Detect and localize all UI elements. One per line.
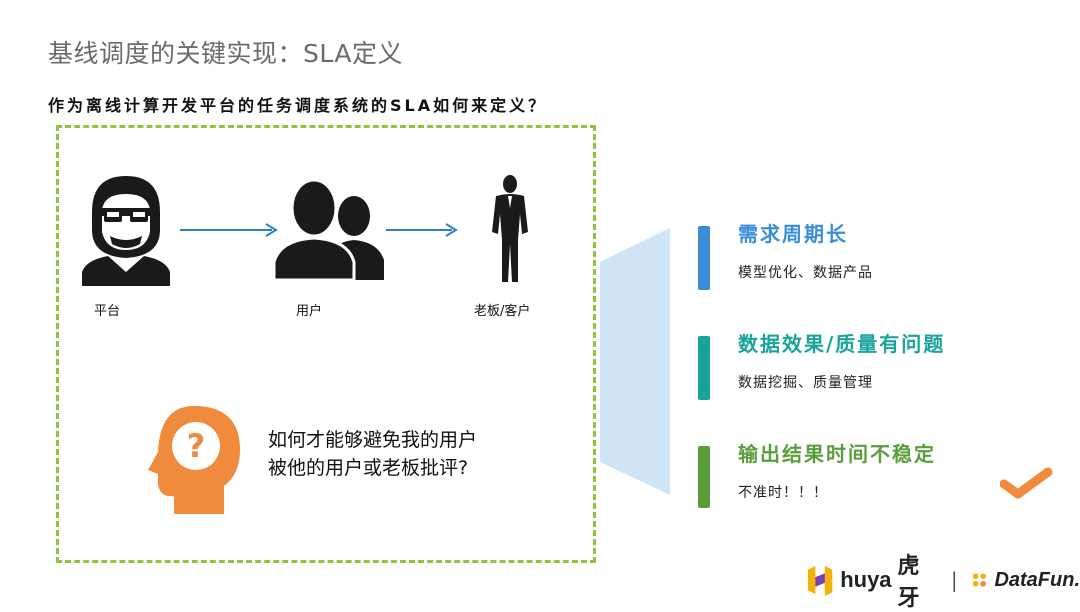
point-heading: 需求周期长 (738, 222, 848, 246)
actor-label-platform: 平台 (94, 304, 121, 319)
users-icon (272, 180, 384, 280)
businessman-icon (492, 175, 528, 282)
huya-logo-icon (807, 565, 833, 596)
arrow-right-icon (386, 223, 458, 237)
huya-logo-text: huya (840, 567, 892, 592)
question-line-1: 如何才能够避免我的用户 (268, 429, 478, 451)
logo-separator: | (950, 568, 958, 592)
point-bar (698, 446, 710, 508)
engineer-icon (82, 176, 170, 286)
actor-label-boss-customer: 老板/客户 (474, 304, 531, 319)
point-description: 数据挖掘、质量管理 (738, 375, 873, 391)
point-bar (698, 226, 710, 290)
point-heading: 输出结果时间不稳定 (738, 442, 936, 466)
datafun-logo-icon (972, 573, 986, 587)
point-heading: 数据效果/质量有问题 (738, 332, 946, 356)
actor-label-user: 用户 (296, 304, 323, 319)
head-question-icon: ? (148, 406, 240, 514)
arrow-right-icon (180, 223, 278, 237)
slide-subtitle: 作为离线计算开发平台的任务调度系统的SLA如何来定义？ (48, 96, 548, 115)
question-text: 如何才能够避免我的用户 被他的用户或老板批评? (268, 426, 477, 482)
footer-logos: huya 虎牙 | DataFun. (806, 553, 1080, 610)
checkmark-icon (1000, 467, 1053, 499)
slide-title: 基线调度的关键实现：SLA定义 (48, 39, 403, 68)
scenario-box (56, 125, 596, 563)
svg-text:?: ? (187, 427, 206, 465)
point-description: 不准时！！！ (738, 485, 828, 501)
point-description: 模型优化、数据产品 (738, 265, 873, 281)
question-line-2: 被他的用户或老板批评? (268, 457, 469, 479)
datafun-logo-text: DataFun. (994, 568, 1080, 591)
huya-logo-cn: 虎牙 (897, 553, 920, 610)
point-bar (698, 336, 710, 400)
